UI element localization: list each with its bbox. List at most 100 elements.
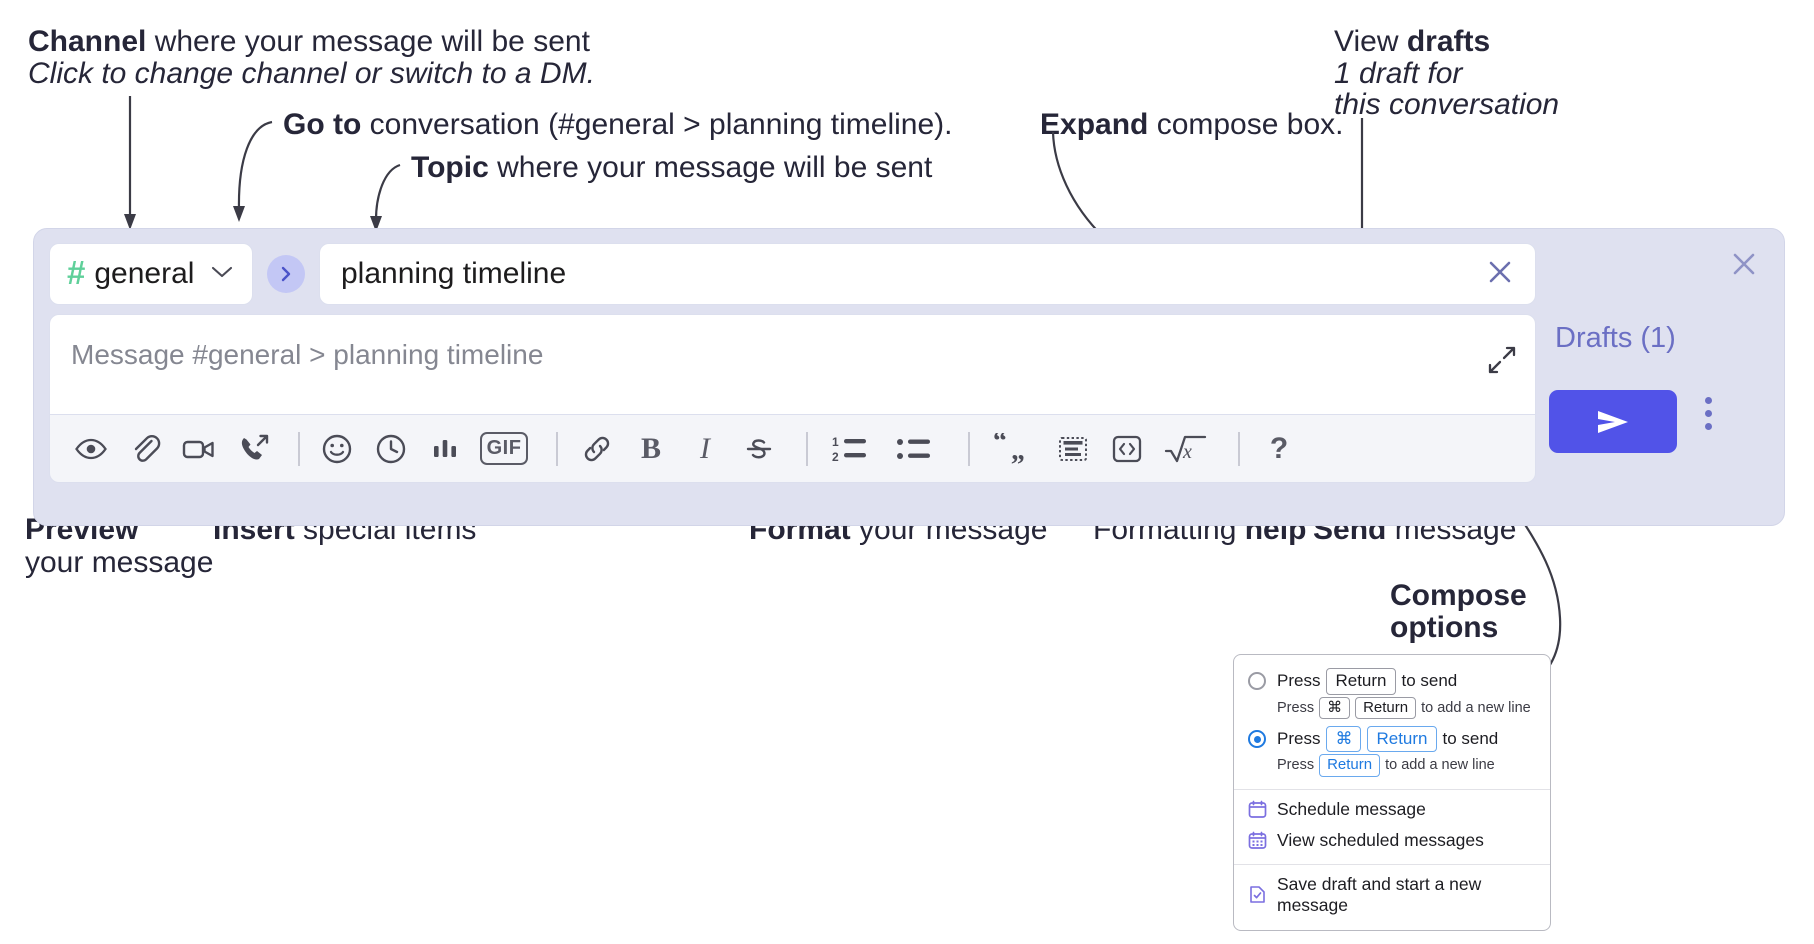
toolbar-divider <box>1238 431 1240 466</box>
menu-item-save-draft[interactable]: Save draft and start a new message <box>1234 869 1550 921</box>
annotation-channel: Channel where your message will be sent <box>28 22 590 61</box>
help-label: ? <box>1269 431 1289 465</box>
annotation-goto-rest: conversation (#general > planning timeli… <box>361 108 953 141</box>
blockquote-icon[interactable]: “„ <box>986 426 1042 472</box>
topic-value: planning timeline <box>341 257 567 290</box>
key-return: Return <box>1367 725 1437 753</box>
annotation-topic-bold: Topic <box>411 151 489 184</box>
svg-text:“: “ <box>993 433 1007 457</box>
eye-icon[interactable] <box>68 426 114 472</box>
annotation-drafts-sub2: this conversation <box>1334 85 1559 124</box>
bold-icon[interactable]: B <box>628 426 674 472</box>
key-command: ⌘ <box>1326 725 1362 753</box>
video-camera-icon[interactable] <box>176 426 222 472</box>
key-command: ⌘ <box>1319 696 1351 719</box>
code-block-icon[interactable] <box>1050 426 1096 472</box>
svg-text:„: „ <box>1011 435 1025 465</box>
annotation-channel-bold: Channel <box>28 25 147 58</box>
annotation-expand-bold: Expand <box>1040 108 1149 141</box>
option-label: Press Return to send <box>1277 668 1457 695</box>
annotation-expand: Expand compose box. <box>1040 105 1343 144</box>
annotation-drafts-italic2: this conversation <box>1334 88 1560 121</box>
expand-compose-button[interactable] <box>1487 345 1517 380</box>
annotation-expand-rest: compose box. <box>1148 108 1344 141</box>
emoji-smiley-icon[interactable] <box>314 426 360 472</box>
annotation-topic: Topic where your message will be sent <box>411 148 932 187</box>
menu-item-view-scheduled[interactable]: View scheduled messages <box>1234 825 1550 856</box>
annotation-channel-italic: Click to change channel or switch to a D… <box>28 57 595 90</box>
drafts-link[interactable]: Drafts (1) <box>1555 322 1676 354</box>
save-draft-icon <box>1248 885 1267 904</box>
radio-button-selected[interactable] <box>1248 730 1266 749</box>
annotation-drafts-bold: drafts <box>1406 25 1491 58</box>
annotation-drafts-rest: View <box>1334 25 1407 58</box>
bulleted-list-icon[interactable] <box>888 426 944 472</box>
more-options-vertical-icon <box>1705 423 1712 430</box>
calendar-clock-icon <box>1248 800 1267 819</box>
annotation-channel-sub: Click to change channel or switch to a D… <box>28 54 595 93</box>
compose-options-button[interactable] <box>1705 397 1712 430</box>
send-button[interactable] <box>1549 390 1677 453</box>
compose-right-column: Drafts (1) <box>1519 229 1784 527</box>
topic-clear-button[interactable] <box>1483 255 1517 294</box>
sub-prefix: Press <box>1277 757 1315 774</box>
send-option-cmd-return[interactable]: Press ⌘ Return to send <box>1234 723 1550 754</box>
compose-options-menu: Press Return to send Press ⌘ Return to a… <box>1233 654 1551 931</box>
toolbar-divider <box>298 431 300 466</box>
key-return: Return <box>1319 754 1381 777</box>
annotation-drafts: View drafts <box>1334 22 1490 61</box>
menu-item-label: Schedule message <box>1277 798 1426 819</box>
compose-panel: # general planning timeline <box>33 228 1785 526</box>
menu-item-label: Save draft and start a new message <box>1277 873 1482 915</box>
math-icon[interactable]: x <box>1158 426 1214 472</box>
hash-icon: # <box>67 253 86 291</box>
clock-icon[interactable] <box>368 426 414 472</box>
annotation-channel-rest: where your message will be sent <box>146 25 590 58</box>
option-prefix: Press <box>1277 729 1321 749</box>
panel-close-button[interactable] <box>1727 247 1761 286</box>
goto-conversation-button[interactable] <box>267 255 305 293</box>
option-prefix: Press <box>1277 671 1321 691</box>
key-return: Return <box>1326 668 1396 695</box>
phone-arrow-icon[interactable] <box>230 426 276 472</box>
italic-icon[interactable]: I <box>682 426 728 472</box>
annotation-preview-text: your message <box>25 546 214 579</box>
gif-icon[interactable]: GIF <box>476 426 532 472</box>
send-option-cmd-return-sub: Press Return to add a new line <box>1234 753 1550 780</box>
topic-input[interactable]: planning timeline <box>319 243 1536 305</box>
paperclip-icon[interactable] <box>122 426 168 472</box>
sub-suffix: to add a new line <box>1385 757 1495 774</box>
annotation-drafts-italic1: 1 draft for <box>1334 57 1463 90</box>
strikethrough-icon[interactable] <box>736 426 782 472</box>
message-placeholder: Message #general > planning timeline <box>71 339 544 370</box>
option-label: Press ⌘ Return to send <box>1277 725 1498 753</box>
close-icon <box>1489 261 1511 282</box>
svg-text:x: x <box>1182 441 1192 463</box>
sub-prefix: Press <box>1277 699 1315 716</box>
menu-divider <box>1234 863 1550 865</box>
channel-selector[interactable]: # general <box>49 243 253 305</box>
annotation-preview-line2: your message <box>25 543 213 582</box>
more-options-vertical-icon <box>1705 397 1712 404</box>
menu-item-label: View scheduled messages <box>1277 829 1484 850</box>
annotation-goto: Go to conversation (#general > planning … <box>283 105 953 144</box>
link-icon[interactable] <box>574 426 620 472</box>
toolbar-divider <box>968 431 970 466</box>
code-inline-icon[interactable] <box>1104 426 1150 472</box>
radio-button[interactable] <box>1248 672 1266 691</box>
option-suffix: to send <box>1401 671 1458 691</box>
toolbar-divider <box>806 431 808 466</box>
menu-item-schedule-message[interactable]: Schedule message <box>1234 794 1550 825</box>
send-option-return[interactable]: Press Return to send <box>1234 665 1550 696</box>
send-paper-plane-icon <box>1598 410 1628 433</box>
calendar-grid-icon <box>1248 831 1267 850</box>
bar-chart-icon[interactable] <box>422 426 468 472</box>
message-input[interactable]: Message #general > planning timeline <box>49 314 1536 415</box>
toolbar-divider <box>556 431 558 466</box>
question-mark-icon[interactable]: ? <box>1256 426 1302 472</box>
annotation-topic-rest: where your message will be sent <box>488 151 933 184</box>
annotation-compose-options-bold2: options <box>1390 611 1499 644</box>
bold-label: B <box>640 431 661 465</box>
